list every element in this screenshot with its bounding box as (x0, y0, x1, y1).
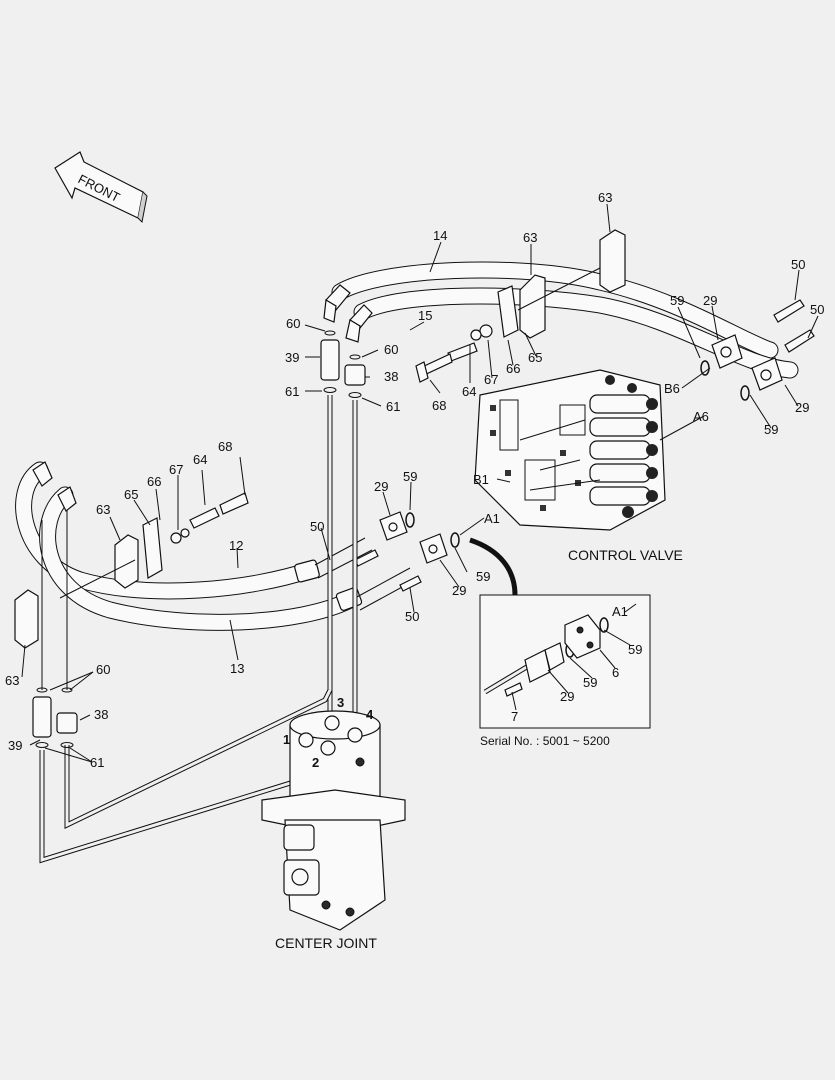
callout-29-middle: 29 (374, 479, 388, 494)
callout-50-right: 50 (810, 302, 824, 317)
callout-68-lower: 68 (218, 439, 232, 454)
callout-29-upper: 29 (703, 293, 717, 308)
port-3: 3 (337, 695, 344, 710)
detail-callout-A1: A1 (612, 604, 628, 619)
leader-lines (21, 203, 819, 763)
callout-63-bottom: 63 (5, 673, 19, 688)
detail-callout-7: 7 (511, 709, 518, 724)
control-valve-caption: CONTROL VALVE (568, 547, 683, 563)
detail-callout-6: 6 (612, 665, 619, 680)
detail-arrow-icon (469, 537, 518, 596)
vertical-tubes (39, 395, 358, 864)
callout-65-lower: 65 (124, 487, 138, 502)
upper-hoses (323, 261, 799, 379)
callout-59-upper: 59 (670, 293, 684, 308)
front-arrow-icon: FRONT (54, 151, 148, 224)
control-valve (474, 369, 666, 531)
center-joint-caption: CENTER JOINT (275, 935, 377, 951)
upper-flanges (700, 299, 815, 401)
callout-61-upper-left: 61 (285, 384, 299, 399)
callout-A6: A6 (693, 409, 709, 424)
callout-64-upper: 64 (462, 384, 476, 399)
callout-B6: B6 (664, 381, 680, 396)
callout-64-lower: 64 (193, 452, 207, 467)
callout-60-lower: 60 (96, 662, 110, 677)
callout-60-upper-left: 60 (286, 316, 300, 331)
lower-clamps (14, 492, 249, 649)
callout-65-upper: 65 (528, 350, 542, 365)
callout-67-upper: 67 (484, 372, 498, 387)
callout-14: 14 (433, 228, 447, 243)
detail-box (479, 594, 651, 729)
callout-12: 12 (229, 538, 243, 553)
callout-59-middle: 59 (403, 469, 417, 484)
upper-clamps (415, 229, 626, 383)
callout-50-middle: 50 (310, 519, 324, 534)
detail-callout-59-right: 59 (628, 642, 642, 657)
callout-59-lower: 59 (476, 569, 490, 584)
center-joint (261, 710, 406, 931)
callout-63-upper: 63 (523, 230, 537, 245)
callout-39-upper: 39 (285, 350, 299, 365)
callout-38-upper: 38 (384, 369, 398, 384)
callout-B1: B1 (473, 472, 489, 487)
middle-flanges (354, 511, 460, 592)
callout-60-upper-right: 60 (384, 342, 398, 357)
callout-A1: A1 (484, 511, 500, 526)
callout-50-upper: 50 (791, 257, 805, 272)
callout-15: 15 (418, 308, 432, 323)
callout-59-right: 59 (764, 422, 778, 437)
callout-13: 13 (230, 661, 244, 676)
callout-50-lower: 50 (405, 609, 419, 624)
callout-63-top: 63 (598, 190, 612, 205)
callout-63-lower: 63 (96, 502, 110, 517)
callout-66-upper: 66 (506, 361, 520, 376)
detail-callout-59-left: 59 (583, 675, 597, 690)
port-1: 1 (283, 732, 290, 747)
lower-hoses (15, 461, 416, 631)
detail-callout-29: 29 (560, 689, 574, 704)
port-4: 4 (366, 707, 374, 722)
callout-61-upper-right: 61 (386, 399, 400, 414)
callouts: 14 63 63 50 50 59 29 60 15 60 39 38 61 6… (5, 190, 824, 770)
callout-68-upper: 68 (432, 398, 446, 413)
serial-caption: Serial No. : 5001 ~ 5200 (480, 734, 610, 748)
callout-61-lower: 61 (90, 755, 104, 770)
callout-67-lower: 67 (169, 462, 183, 477)
callout-38-lower: 38 (94, 707, 108, 722)
callout-29-lower: 29 (452, 583, 466, 598)
callout-66-lower: 66 (147, 474, 161, 489)
fittings (32, 330, 366, 748)
port-2: 2 (312, 755, 319, 770)
callout-29-right: 29 (795, 400, 809, 415)
callout-39-lower: 39 (8, 738, 22, 753)
